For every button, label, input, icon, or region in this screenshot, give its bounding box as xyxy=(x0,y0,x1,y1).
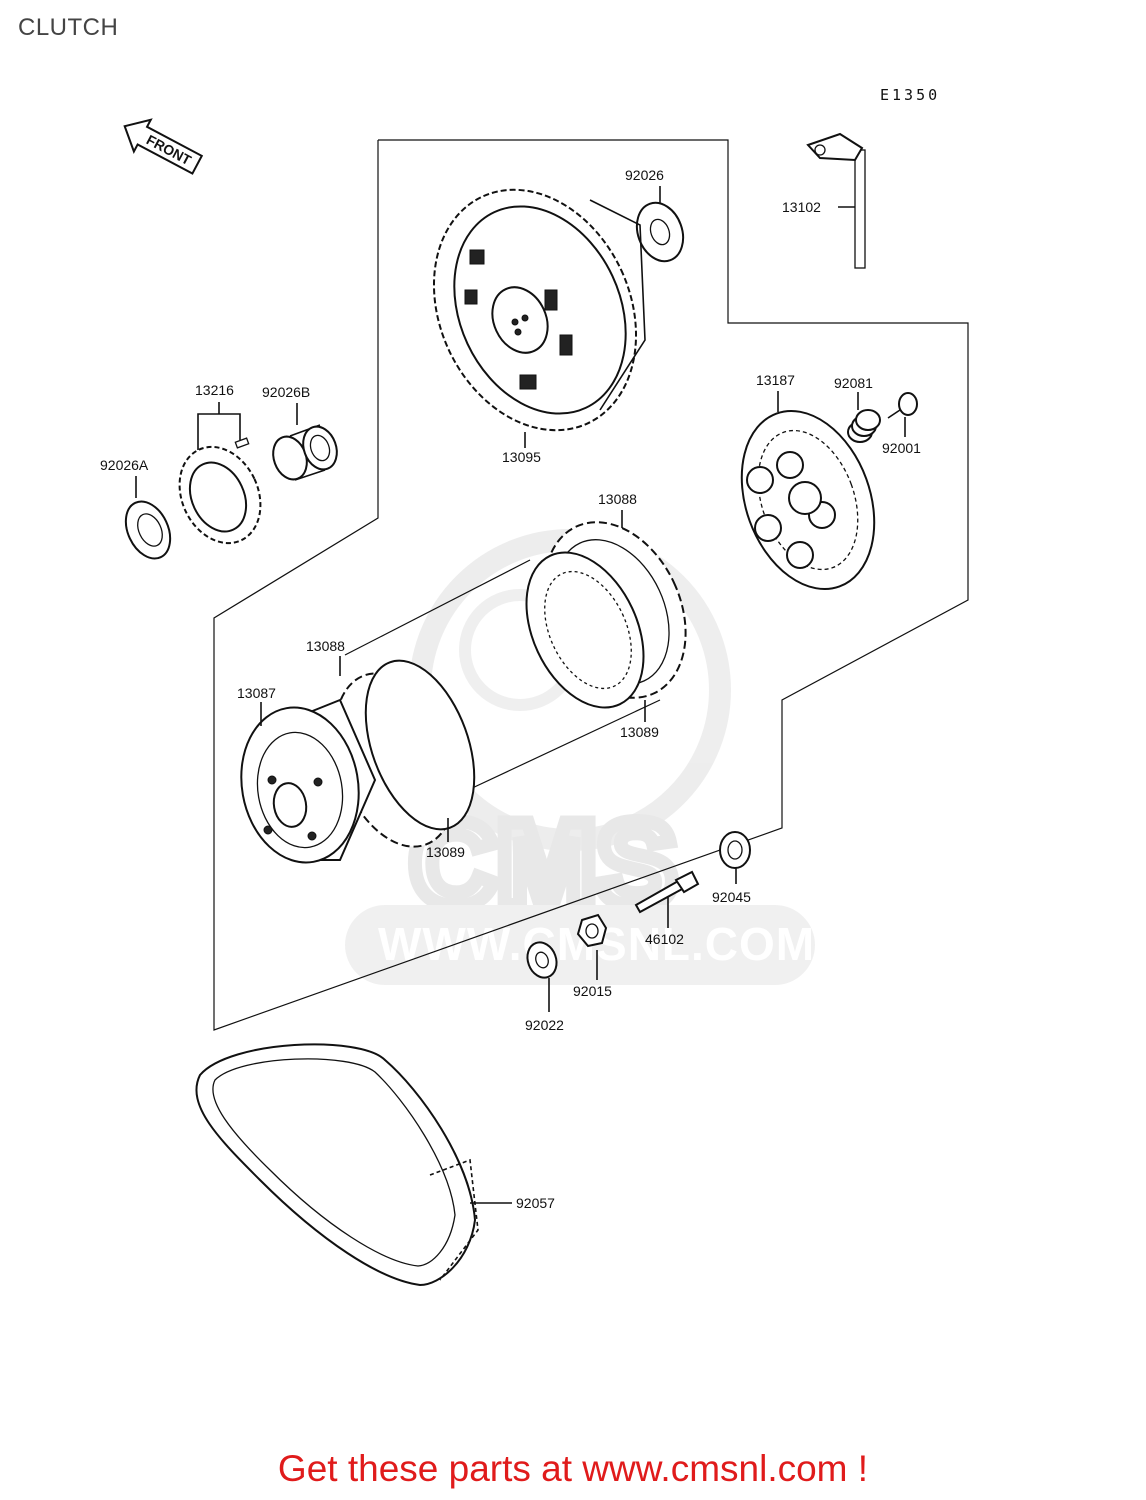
part-13187-pressure-plate[interactable] xyxy=(718,392,897,607)
label-92026B[interactable]: 92026B xyxy=(262,384,310,400)
label-13187[interactable]: 13187 xyxy=(756,372,795,388)
label-13216[interactable]: 13216 xyxy=(195,382,234,398)
part-92001-bolt[interactable] xyxy=(887,392,918,419)
part-13087-clutch-hub[interactable] xyxy=(229,698,377,872)
label-92057[interactable]: 92057 xyxy=(516,1195,555,1211)
label-13089-upper[interactable]: 13089 xyxy=(620,724,659,740)
assembly-outline xyxy=(213,139,969,1031)
label-92081[interactable]: 92081 xyxy=(834,375,873,391)
part-13095-clutch-housing[interactable] xyxy=(396,157,674,464)
label-92026[interactable]: 92026 xyxy=(625,167,664,183)
part-13089-steel-plate-lower[interactable] xyxy=(345,646,495,844)
get-parts-link[interactable]: Get these parts at www.cmsnl.com ! xyxy=(277,1448,869,1489)
label-13088-lower[interactable]: 13088 xyxy=(306,638,345,654)
part-92045-bearing[interactable] xyxy=(719,831,751,869)
label-92026A[interactable]: 92026A xyxy=(100,457,149,473)
label-92045[interactable]: 92045 xyxy=(712,889,751,905)
label-46102[interactable]: 46102 xyxy=(645,931,684,947)
watermark: CMS WWW.CMSNL.COM xyxy=(345,529,815,985)
label-13088-upper[interactable]: 13088 xyxy=(598,491,637,507)
clutch-exploded-diagram: CMS WWW.CMSNL.COM E1350 FRONT 13102 9202… xyxy=(100,86,969,1287)
part-13089-steel-plate-upper[interactable] xyxy=(503,534,667,727)
part-92026B-bushing[interactable] xyxy=(267,422,342,484)
label-13087[interactable]: 13087 xyxy=(237,685,276,701)
part-46102-push-rod[interactable] xyxy=(634,870,700,914)
part-92026A-washer[interactable] xyxy=(117,494,179,565)
label-92015[interactable]: 92015 xyxy=(573,983,612,999)
label-92022[interactable]: 92022 xyxy=(525,1017,564,1033)
part-92081-spring[interactable] xyxy=(847,409,881,443)
label-92001[interactable]: 92001 xyxy=(882,440,921,456)
part-92057-chain[interactable] xyxy=(195,1043,479,1287)
part-13102-lever-shaft[interactable] xyxy=(806,132,866,269)
part-13216-sprocket[interactable] xyxy=(164,434,275,557)
part-92026-washer[interactable] xyxy=(629,196,691,267)
label-13095[interactable]: 13095 xyxy=(502,449,541,465)
page-title: CLUTCH xyxy=(18,14,119,41)
diagram-code: E1350 xyxy=(880,86,940,104)
label-13089-lower[interactable]: 13089 xyxy=(426,844,465,860)
part-92022-washer[interactable] xyxy=(523,938,562,981)
label-13102[interactable]: 13102 xyxy=(782,199,821,215)
part-92015-nut[interactable] xyxy=(576,913,608,948)
front-arrow-icon: FRONT xyxy=(123,118,204,175)
